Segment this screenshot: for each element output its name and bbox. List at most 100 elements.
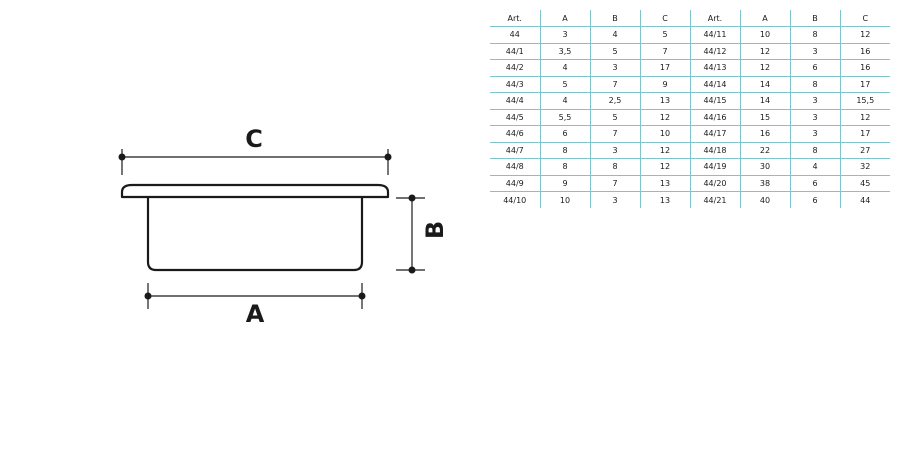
cell-art-2: 44/17 (690, 125, 741, 143)
cell-art: 44 (490, 26, 541, 44)
cell-c: 7 (640, 43, 691, 60)
cell-art-2: 44/14 (690, 76, 741, 93)
cell-a: 8 (540, 142, 591, 159)
cell-art: 44/2 (490, 59, 541, 77)
cell-c-2: 45 (840, 175, 890, 192)
dimension-b-top-dot (408, 194, 416, 202)
cell-a-2: 30 (740, 158, 791, 176)
cell-c: 13 (640, 92, 691, 110)
cell-a-2: 40 (740, 191, 791, 208)
header-c: C (640, 10, 691, 27)
cell-c-2: 12 (840, 26, 890, 44)
cell-c-2: 16 (840, 59, 890, 77)
header-b-2: B (790, 10, 841, 27)
cell-a: 4 (540, 59, 591, 77)
cell-c-2: 27 (840, 142, 890, 159)
cell-a: 8 (540, 158, 591, 176)
cell-art-2: 44/16 (690, 109, 741, 126)
cell-c: 13 (640, 191, 691, 208)
cell-a: 5 (540, 76, 591, 93)
cell-a: 6 (540, 125, 591, 143)
cell-art-2: 44/19 (690, 158, 741, 176)
dimension-c-right-dot (384, 153, 392, 161)
cell-b-2: 3 (790, 43, 841, 60)
header-art-2: Art. (690, 10, 741, 27)
dimension-b-label: B (421, 221, 449, 239)
cell-c: 12 (640, 142, 691, 159)
cell-art-2: 44/11 (690, 26, 741, 44)
dimension-a-right-dot (358, 292, 366, 300)
cell-b-2: 3 (790, 92, 841, 110)
cell-b-2: 6 (790, 59, 841, 77)
cell-c-2: 15,5 (840, 92, 890, 110)
cell-a-2: 14 (740, 76, 791, 93)
cell-b: 3 (590, 191, 641, 208)
cell-art: 44/6 (490, 125, 541, 143)
dimension-c-label: C (245, 125, 263, 153)
cell-a-2: 12 (740, 59, 791, 77)
header-c-2: C (840, 10, 890, 27)
cell-c: 9 (640, 76, 691, 93)
cell-b: 7 (590, 76, 641, 93)
dimension-a-left-dot (144, 292, 152, 300)
cell-a-2: 16 (740, 125, 791, 143)
cell-a-2: 14 (740, 92, 791, 110)
table-header-row: Art. A B C Art. A B C (490, 10, 890, 27)
dimension-b-bottom-dot (408, 266, 416, 274)
cell-c-2: 32 (840, 158, 890, 176)
cell-a: 3,5 (540, 43, 591, 60)
dimension-c (121, 149, 389, 175)
cell-b-2: 4 (790, 158, 841, 176)
cell-art: 44/5 (490, 109, 541, 126)
cap-body (146, 197, 364, 272)
cell-art: 44/4 (490, 92, 541, 110)
cell-c-2: 12 (840, 109, 890, 126)
cell-b: 5 (590, 109, 641, 126)
cell-c: 12 (640, 109, 691, 126)
cell-a-2: 15 (740, 109, 791, 126)
cell-c: 5 (640, 26, 691, 44)
cell-art: 44/3 (490, 76, 541, 93)
dimension-a-label: A (246, 300, 265, 328)
cell-b: 2,5 (590, 92, 641, 110)
cell-b: 8 (590, 158, 641, 176)
cell-c: 17 (640, 59, 691, 77)
cell-art-2: 44/12 (690, 43, 741, 60)
cell-c: 10 (640, 125, 691, 143)
cell-c: 13 (640, 175, 691, 192)
cell-a: 10 (540, 191, 591, 208)
cell-art: 44/8 (490, 158, 541, 176)
cell-c-2: 17 (840, 76, 890, 93)
cell-b: 7 (590, 125, 641, 143)
cell-b-2: 8 (790, 76, 841, 93)
cell-art: 44/9 (490, 175, 541, 192)
cap-flange (120, 183, 390, 199)
cell-art: 44/7 (490, 142, 541, 159)
cell-art-2: 44/15 (690, 92, 741, 110)
cell-b-2: 3 (790, 125, 841, 143)
cell-art-2: 44/18 (690, 142, 741, 159)
cell-b: 7 (590, 175, 641, 192)
cell-b: 4 (590, 26, 641, 44)
cell-art-2: 44/21 (690, 191, 741, 208)
cell-b-2: 8 (790, 142, 841, 159)
cell-c-2: 17 (840, 125, 890, 143)
cell-b-2: 3 (790, 109, 841, 126)
header-a-2: A (740, 10, 791, 27)
cell-a: 3 (540, 26, 591, 44)
cell-a-2: 10 (740, 26, 791, 44)
technical-drawing: C B A (118, 125, 449, 328)
cell-art-2: 44/20 (690, 175, 741, 192)
